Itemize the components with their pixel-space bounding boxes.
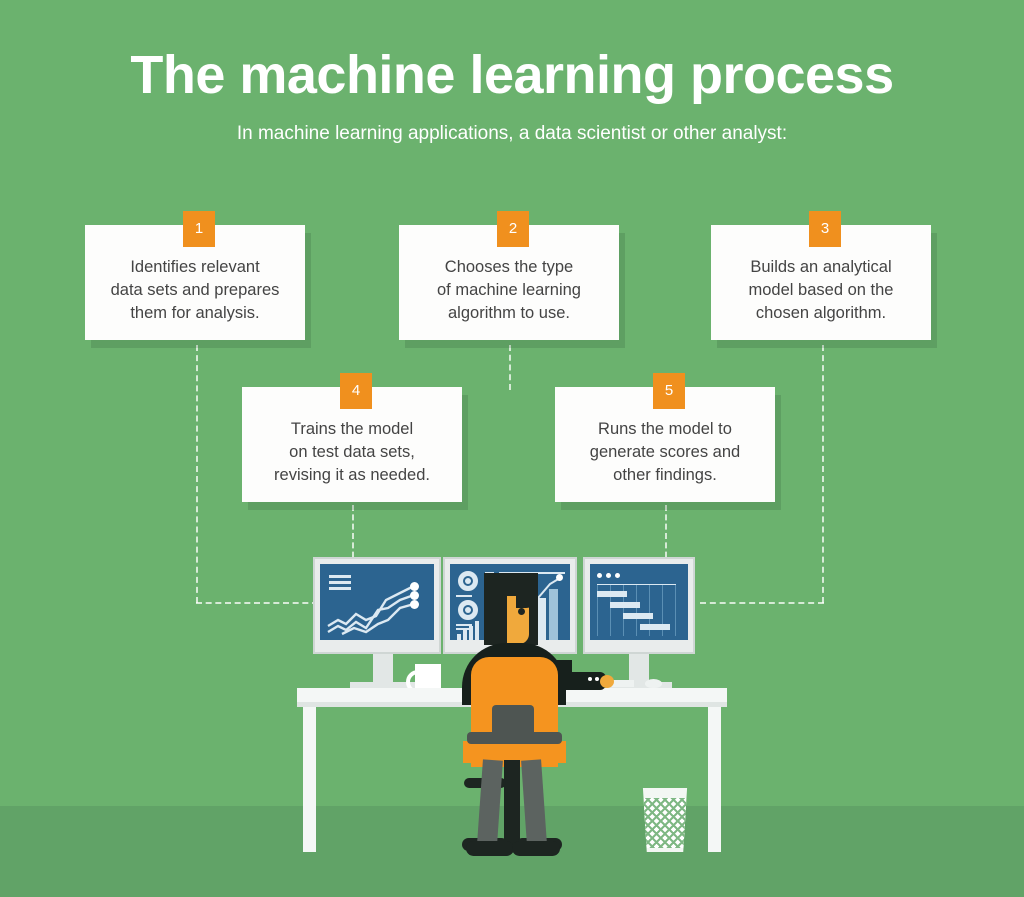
connector-step-1-horizontal <box>196 602 318 604</box>
gantt-gridline <box>623 584 624 636</box>
donut-chart-icon <box>465 607 471 613</box>
person-leg-right <box>521 759 547 845</box>
gantt-gridline <box>649 584 650 636</box>
step-card-2[interactable]: 2 Chooses the type of machine learning a… <box>399 211 625 348</box>
legend-icon <box>329 581 351 584</box>
gantt-gridline <box>636 584 637 636</box>
person-hair-fringe <box>516 586 538 608</box>
donut-chart-icon <box>458 571 478 591</box>
right-monitor-neck <box>629 648 649 688</box>
cuff-button <box>595 677 599 681</box>
office-chair-seat <box>463 741 566 763</box>
window-dot <box>597 573 602 578</box>
person-shoe-right <box>512 841 560 856</box>
text-line <box>456 595 472 597</box>
desk-leg-left <box>303 707 316 852</box>
line-chart-endpoint <box>410 600 419 609</box>
gantt-bar <box>623 613 653 619</box>
mini-bar <box>475 621 479 640</box>
mini-bar <box>463 630 467 640</box>
connector-step-3-horizontal <box>700 602 824 604</box>
right-monitor-screen <box>590 564 688 640</box>
step-number-2: 2 <box>497 211 529 247</box>
gantt-bar <box>597 591 627 597</box>
text-line <box>456 624 472 626</box>
person-hand <box>600 675 614 688</box>
page-subtitle: In machine learning applications, a data… <box>236 123 788 144</box>
mini-bar <box>469 626 473 640</box>
right-monitor[interactable] <box>583 557 695 654</box>
person-leg-left <box>477 759 503 845</box>
legend-icon <box>329 587 351 590</box>
cuff-button <box>588 677 592 681</box>
connector-step-5-vertical <box>665 505 667 567</box>
left-monitor-neck <box>373 648 393 688</box>
gantt-gridline <box>662 584 663 636</box>
chair-post <box>504 760 520 846</box>
gantt-bar <box>610 602 640 608</box>
connector-step-4-vertical <box>352 505 354 567</box>
step-card-1[interactable]: 1 Identifies relevant data sets and prep… <box>85 211 311 348</box>
person-forearm <box>560 672 606 690</box>
donut-chart-icon <box>465 578 471 584</box>
step-number-5: 5 <box>653 373 685 409</box>
step-text-4: Trains the model on test data sets, revi… <box>274 420 430 484</box>
step-card-5[interactable]: 5 Runs the model to generate scores and … <box>555 373 781 510</box>
line-chart-graphic <box>327 584 415 636</box>
gantt-gridline <box>597 584 598 636</box>
left-monitor-base <box>350 682 416 690</box>
person-eye <box>518 608 525 615</box>
text-line <box>456 628 469 630</box>
connector-step-2-vertical <box>509 345 511 390</box>
mouse[interactable] <box>645 679 662 688</box>
gantt-axis <box>597 584 676 585</box>
gantt-gridline <box>675 584 676 636</box>
connector-step-3-vertical <box>822 345 824 603</box>
step-text-1: Identifies relevant data sets and prepar… <box>110 258 280 322</box>
left-monitor[interactable] <box>313 557 441 654</box>
dashboard-bar <box>549 589 558 640</box>
donut-chart-icon <box>458 600 478 620</box>
window-dot <box>606 573 611 578</box>
dashboard-bar <box>537 598 546 640</box>
line-chart-endpoint <box>410 591 419 600</box>
page-title: The machine learning process <box>130 45 894 105</box>
step-card-4[interactable]: 4 Trains the model on test data sets, re… <box>242 373 468 510</box>
person-shoe-left <box>466 841 514 856</box>
step-text-5: Runs the model to generate scores and ot… <box>589 420 741 484</box>
trend-endpoint <box>556 574 563 581</box>
step-card-3[interactable]: 3 Builds an analytical model based on th… <box>711 211 937 348</box>
connector-step-1-vertical <box>196 345 198 603</box>
step-number-4: 4 <box>340 373 372 409</box>
left-monitor-screen <box>320 564 434 640</box>
step-number-1: 1 <box>183 211 215 247</box>
step-text-3: Builds an analytical model based on the … <box>748 258 894 322</box>
window-dot <box>615 573 620 578</box>
legend-icon <box>329 575 351 578</box>
chair-seat-edge <box>467 732 562 744</box>
gantt-gridline <box>610 584 611 636</box>
desk-leg-right <box>708 707 721 852</box>
mini-bar <box>457 634 461 640</box>
wastebasket-mesh <box>644 798 686 848</box>
right-monitor-base <box>606 682 672 690</box>
line-chart-endpoint <box>410 582 419 591</box>
step-text-2: Chooses the type of machine learning alg… <box>436 258 581 322</box>
step-number-3: 3 <box>809 211 841 247</box>
gantt-bar <box>640 624 670 630</box>
wastebasket <box>642 788 688 852</box>
coffee-mug <box>415 664 441 690</box>
